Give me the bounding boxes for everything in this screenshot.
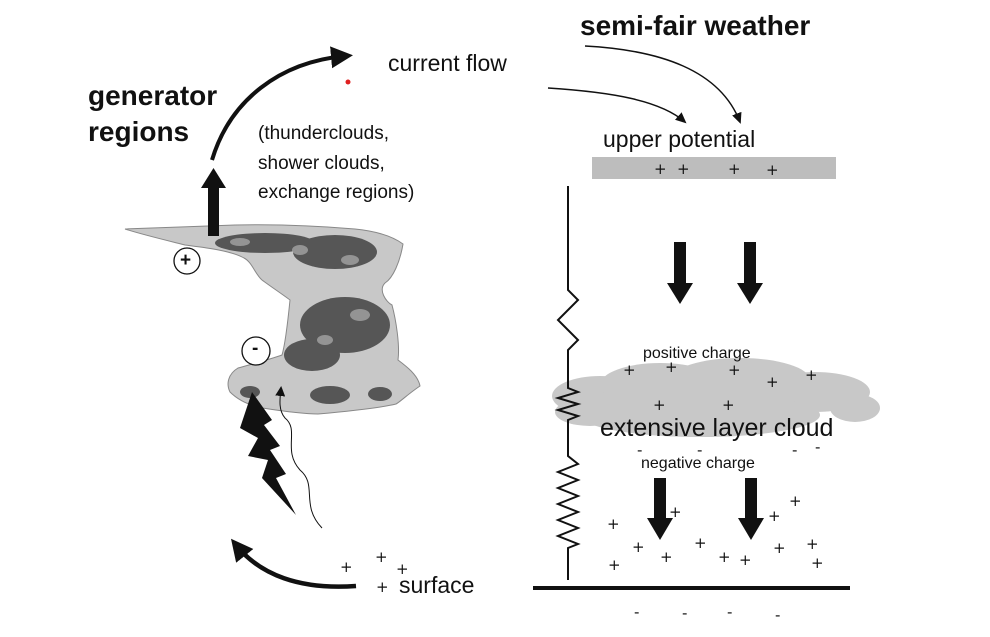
cloud-top-plus: + <box>728 361 741 379</box>
surface-label: surface <box>399 572 475 598</box>
cloud-bottom-minus: - <box>697 441 703 459</box>
ground-minus: - <box>727 603 733 621</box>
ground-minus: - <box>682 604 688 622</box>
plate-plus: + <box>677 160 690 178</box>
positive-charge-label: positive charge <box>643 345 751 362</box>
ground-minus: - <box>634 603 640 621</box>
air-plus: + <box>789 492 802 510</box>
current-flow-arrow <box>547 87 687 124</box>
cloud-top-plus: + <box>722 396 735 414</box>
ground-minus: - <box>775 606 781 624</box>
upper-potential-label: upper potential <box>603 126 756 152</box>
air-plus: + <box>660 548 673 566</box>
downward-arrows-upper <box>667 242 763 304</box>
cloud-negative-symbol: - <box>252 338 259 359</box>
upper-potential-plate <box>592 157 836 179</box>
air-plus: + <box>773 539 786 557</box>
semi-fair-arrow <box>584 45 742 124</box>
cloud-top-plus: + <box>805 366 818 384</box>
generator-example-3: exchange regions) <box>258 182 415 203</box>
downward-arrows-lower <box>647 478 764 540</box>
cloud-top-plus: + <box>766 373 779 391</box>
generator-example-2: shower clouds, <box>258 153 385 174</box>
thundercloud-shape <box>124 224 421 415</box>
semi-fair-weather-label: semi-fair weather <box>580 10 811 41</box>
plate-plus: + <box>728 160 741 178</box>
upward-current-arrow <box>201 168 226 236</box>
wavy-arrow <box>275 386 323 529</box>
surface-plus: + <box>376 578 389 596</box>
current-flow-label: current flow <box>388 50 507 76</box>
negative-charge-circle <box>241 336 271 366</box>
surface-plus: + <box>375 548 388 566</box>
surface-plus: + <box>340 558 353 576</box>
positive-charge-circle <box>173 247 201 275</box>
air-plus: + <box>694 534 707 552</box>
lightning-bolt <box>240 392 296 515</box>
resistor-column <box>554 186 582 580</box>
generator-regions-label: generator regions <box>88 80 218 147</box>
air-plus: + <box>607 515 620 533</box>
cloud-bottom-minus: - <box>637 441 643 459</box>
cloud-bottom-minus: - <box>792 441 798 459</box>
plate-plus: + <box>654 160 667 178</box>
air-plus: + <box>768 507 781 525</box>
cloud-top-plus: + <box>665 358 678 376</box>
surface-return-arrow <box>230 538 357 589</box>
negative-charge-label: negative charge <box>641 455 755 472</box>
air-plus: + <box>739 551 752 569</box>
cloud-bottom-minus: - <box>815 438 821 456</box>
red-dot <box>345 79 351 85</box>
surface-plus: + <box>396 560 409 578</box>
cloud-positive-symbol: + <box>180 250 192 271</box>
air-plus: + <box>608 556 621 574</box>
plate-plus: + <box>766 161 779 179</box>
air-plus: + <box>669 503 682 521</box>
layer-cloud-shape <box>552 358 880 437</box>
generator-example-1: (thunderclouds, <box>258 123 389 144</box>
cloud-top-plus: + <box>653 396 666 414</box>
extensive-layer-cloud-label: extensive layer cloud <box>600 414 834 442</box>
air-plus: + <box>718 548 731 566</box>
current-flow-curved-arrow <box>210 46 353 161</box>
air-plus: + <box>806 535 819 553</box>
air-plus: + <box>632 538 645 556</box>
air-plus: + <box>811 554 824 572</box>
cloud-top-plus: + <box>623 361 636 379</box>
